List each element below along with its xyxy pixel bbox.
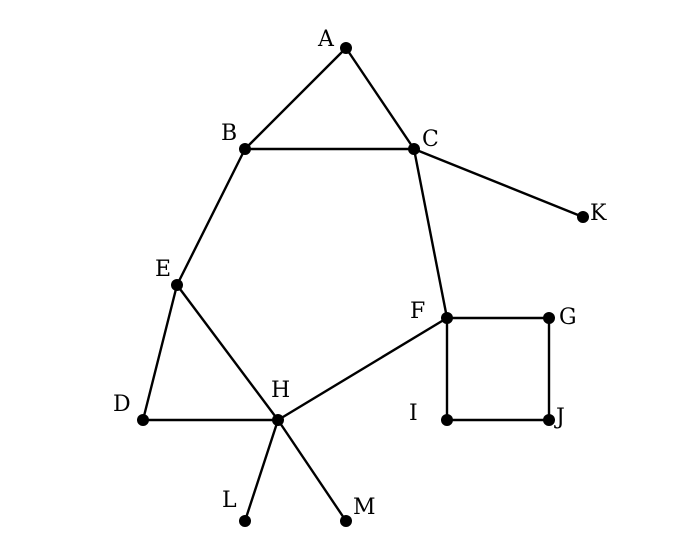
node-f — [441, 312, 453, 324]
node-g — [543, 312, 555, 324]
node-label-b: B — [221, 121, 237, 146]
node-label-i: I — [409, 401, 418, 426]
node-label-d: D — [113, 392, 131, 417]
node-k — [577, 211, 589, 223]
node-i — [441, 414, 453, 426]
node-label-h: H — [271, 378, 290, 403]
edge-e-d — [141, 283, 179, 422]
edge-c-k — [412, 147, 585, 219]
node-j — [543, 414, 555, 426]
edge-c-f — [412, 147, 449, 320]
edges-layer — [141, 46, 585, 523]
node-label-f: F — [410, 299, 425, 324]
edge-h-f — [276, 316, 449, 422]
edge-a-b — [243, 46, 348, 151]
edge-h-l — [243, 418, 280, 523]
node-d — [137, 414, 149, 426]
node-label-l: L — [222, 488, 237, 513]
node-label-a: A — [317, 27, 335, 52]
node-label-m: M — [353, 495, 376, 520]
node-label-g: G — [559, 305, 577, 330]
node-m — [340, 515, 352, 527]
node-a — [340, 42, 352, 54]
node-c — [408, 143, 420, 155]
node-l — [239, 515, 251, 527]
edge-a-c — [344, 46, 416, 151]
nodes-layer — [137, 42, 589, 527]
node-e — [171, 279, 183, 291]
node-label-k: K — [590, 201, 607, 226]
edge-b-e — [175, 147, 247, 287]
node-b — [239, 143, 251, 155]
node-label-j: J — [554, 405, 565, 430]
labels-layer: A B C K E F G I J D H L M — [113, 27, 607, 520]
edge-h-m — [276, 418, 348, 523]
node-h — [272, 414, 284, 426]
node-label-c: C — [422, 127, 439, 152]
node-label-e: E — [155, 257, 171, 282]
edge-e-h — [175, 283, 280, 422]
